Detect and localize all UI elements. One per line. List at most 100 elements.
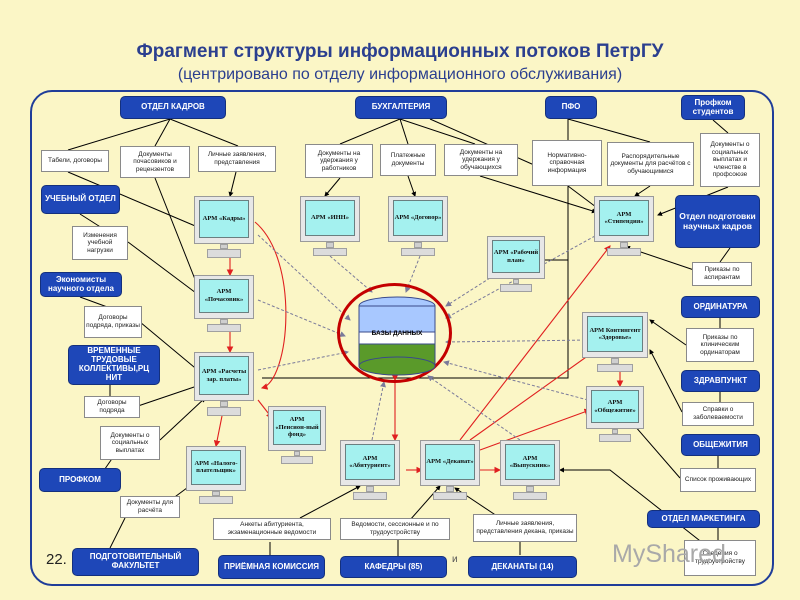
arm-nalog-label: АРМ «Налого-плательщик» [191,450,241,485]
doc-normativ: Нормативно-справочная информация [532,140,602,186]
dept-buhgalteriya[interactable]: БУХГАЛТЕРИЯ [355,96,447,119]
doc-trudoustroistvo: Сведения о трудоустройству [684,540,756,576]
dept-uchebny[interactable]: УЧЕБНЫЙ ОТДЕЛ [41,185,120,214]
arm-pension-label: АРМ «Пенсион-ный фонд» [273,410,321,445]
red-dekan-obsh [479,408,592,451]
arm-inn[interactable]: АРМ «ИНН» [300,196,360,256]
arm-rabochiy-plan[interactable]: АРМ «Рабочий план» [487,236,545,292]
doc-lichnye-dekana: Личные заявления, представления декана, … [473,514,577,542]
doc-socialnye-profsoyuz: Документы о социальных выплатах и членст… [700,133,760,187]
line-podgot-dokras [109,517,126,549]
arm-dekanat-label: АРМ «Деканат» [425,444,475,481]
gray-abit-db [371,381,386,441]
arm-vypusknik-label: АРМ «Выпускник» [505,444,555,481]
arm-obshezhitie-label: АРМ «Общежитие» [591,390,639,424]
arm-pochasovik-label: АРМ «Почасовик» [199,279,249,313]
line-obuch-stip [479,175,597,214]
arm-dogovor[interactable]: АРМ «Договор» [388,196,448,256]
database-icon [358,296,436,376]
line-aspir-prikazy [719,247,731,263]
arm-nalog[interactable]: АРМ «Налого-плательщик» [186,446,246,504]
diagram-title: Фрагмент структуры информационных потоко… [136,41,664,62]
arm-obshezhitie[interactable]: АРМ «Общежитие» [586,386,644,442]
doc-dlya-rascheta: Документы для расчёта [120,496,180,518]
line-dog2-raschety [137,383,201,407]
dept-priemnaya[interactable]: ПРИЁМНАЯ КОМИССИЯ [218,555,325,579]
watermark: MyShared [612,540,726,568]
doc-prikazy-aspiranty: Приказы по аспирантам [692,262,752,286]
line-dokpochas-pochas [154,177,201,293]
dept-ekonomisty[interactable]: Экономисты научного отдела [40,272,122,297]
arm-dekanat[interactable]: АРМ «Деканат» [420,440,480,500]
doc-dogovory-podryada: Договоры подряда [84,396,140,418]
doc-uderzh-rabotnikov: Документы на удержания у работников [305,144,373,178]
doc-spravki: Справки о заболеваемости [682,402,754,426]
line-tabeli-kadry [67,171,201,229]
arm-kadry[interactable]: АРМ «Кадры» [194,196,254,258]
line-uderzh-inn [324,177,341,197]
doc-vedomosti: Ведомости, сессионные и по трудоустройст… [340,518,450,540]
doc-lichnye-zayavleniya: Личные заявления, представления [198,146,276,172]
dept-zdravpunkt[interactable]: ЗДРАВПУНКТ [681,370,760,392]
arm-vypusknik[interactable]: АРМ «Выпускник» [500,440,560,500]
line-izmen-pochas [127,241,201,297]
line-ankety-abit [299,485,361,519]
dept-vremennye[interactable]: ВРЕМЕННЫЕ ТРУДОВЫЕ КОЛЛЕКТИВЫ,РЦ НИТ [68,345,160,385]
line-lichnye-kadry [228,171,237,197]
dept-kafedry[interactable]: КАФЕДРЫ (85) [340,556,447,578]
arm-raschety[interactable]: АРМ «Расчеты зар. платы» [194,352,254,416]
dept-pfo[interactable]: ПФО [545,96,597,119]
arm-pension[interactable]: АРМ «Пенсион-ный фонд» [268,406,326,464]
gray-vyp-db [427,375,521,441]
dept-aspirantura[interactable]: Отдел подготовки научных кадров [675,195,760,248]
gray-rabplan-db [445,277,491,307]
doc-spisok-prozhivayushchih: Список проживающих [680,468,756,492]
gray-kadry-db [257,234,351,321]
arm-rabochiy-plan-label: АРМ «Рабочий план» [492,240,540,274]
line-uchebny-izmen [79,213,103,229]
doc-prikazy-ordinatory: Приказы по клиническим ординаторам [686,328,754,362]
doc-rasporyaditelnye: Распорядительные документы для расчётов … [607,142,694,186]
doc-uderzh-obuchayushchihsya: Документы на удержания у обучающихся [444,144,518,176]
arm-dogovor-label: АРМ «Договор» [393,200,443,237]
dept-ordinatura[interactable]: ОРДИНАТУРА [681,296,760,318]
arm-pochasovik[interactable]: АРМ «Почасовик» [194,275,254,332]
line-buh-uderzh [339,118,401,145]
line-spravki-kont [649,349,683,413]
gray-inn-db [329,255,373,293]
line-soc-raschety [159,397,206,441]
line-kadry-dokpochas [154,118,171,147]
arm-raschety-label: АРМ «Расчеты зар. платы» [199,356,249,396]
gray-rasch-db [257,350,349,371]
gray-pochas-db [257,299,346,337]
watermark-tail: и [452,554,458,565]
arm-kadry-label: АРМ «Кадры» [199,200,249,238]
doc-izmeneniya-nagruzki: Изменения учебной нагрузки [72,226,128,260]
line-kadry-lichnye [169,118,239,147]
arm-kontingent-label: АРМ Контингент «Здоровье» [587,316,643,353]
dept-obshezhitiya[interactable]: ОБЩЕЖИТИЯ [681,434,760,456]
arm-abiturient-label: АРМ «Абитуриент» [345,444,395,481]
red-rasch-nalog [213,415,223,448]
line-ordprik-kont [649,319,687,346]
arm-abiturient[interactable]: АРМ «Абитуриент» [340,440,400,500]
line-pfo-rasporyad [567,118,651,143]
dept-profkom[interactable]: ПРОФКОМ [39,468,121,492]
dept-profkom-studentov[interactable]: Профком студентов [681,95,745,120]
line-buh-platezh [399,118,409,145]
doc-dogovory-prikazy: Договоры подряда, приказы [84,306,142,338]
gray-kont-db [445,338,591,345]
dept-kadry[interactable]: ОТДЕЛ КАДРОВ [120,96,226,119]
doc-tabeli: Табели, договоры [41,150,109,172]
line-kadry-tabeli [67,118,171,151]
dept-podgot-fakultet[interactable]: ПОДГОТОВИТЕЛЬНЫЙ ФАКУЛЬТЕТ [72,548,199,576]
dept-marketing[interactable]: ОТДЕЛ МАРКЕТИНГА [647,510,760,528]
line-rasporyad-stip [634,185,651,197]
arm-stipendiya[interactable]: АРМ «Стипендия» [594,196,654,256]
dept-dekanaty[interactable]: ДЕКАНАТЫ (14) [468,556,577,578]
slide-number: 22. [46,551,67,568]
line-platezh-dogovor [407,175,417,197]
arm-kontingent[interactable]: АРМ Контингент «Здоровье» [582,312,648,372]
doc-socialnye-vyplaty: Документы о социальных выплатах [100,426,160,460]
